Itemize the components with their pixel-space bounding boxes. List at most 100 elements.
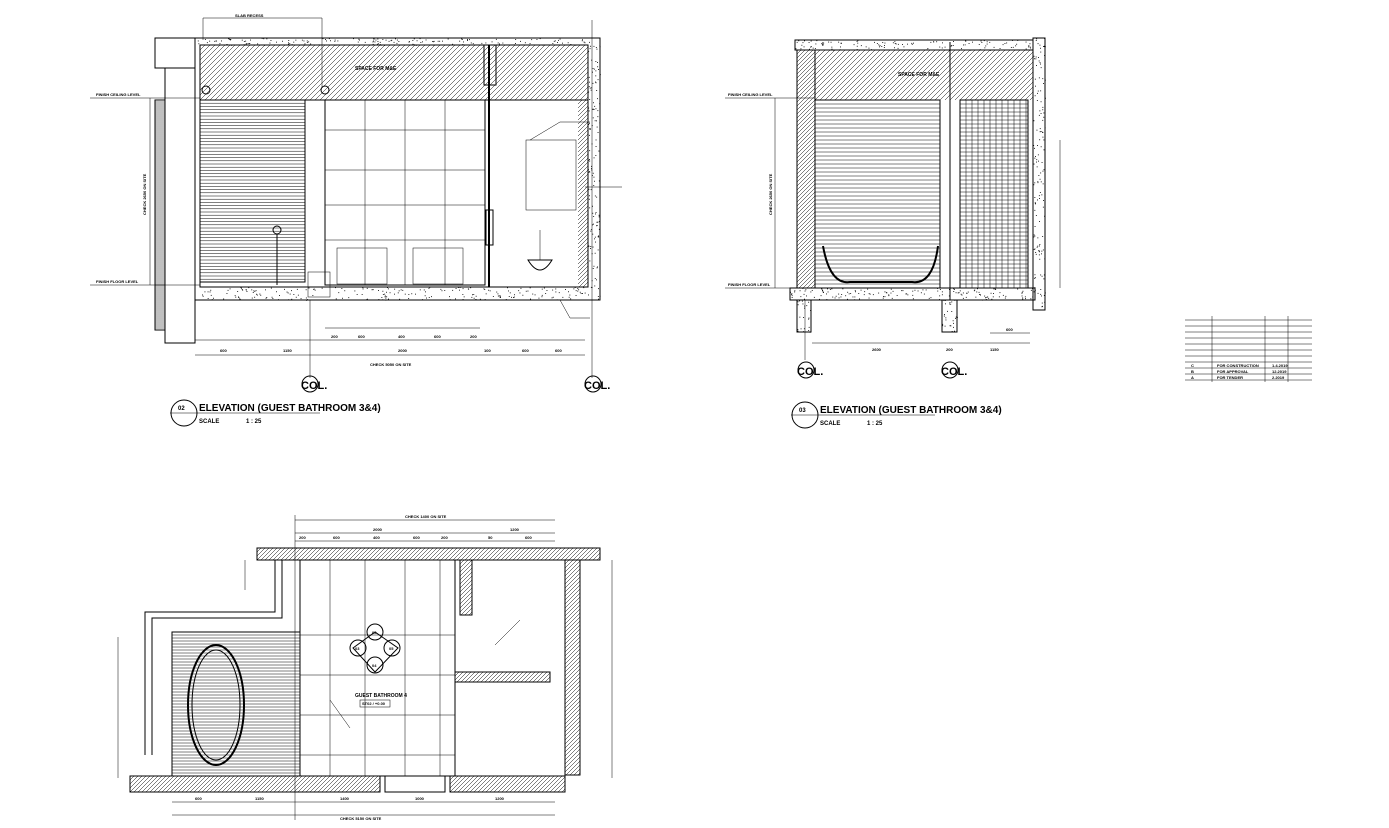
hatch-line (576, 547, 590, 561)
space-for-me-label: SPACE FOR M&E (355, 66, 397, 72)
concrete-speckle (1038, 250, 1040, 252)
hatch-line (796, 179, 816, 199)
hatch-line (269, 44, 326, 101)
concrete-speckle (210, 294, 212, 296)
concrete-speckle (338, 292, 340, 294)
concrete-speckle (1034, 157, 1036, 159)
concrete-speckle (288, 42, 289, 44)
concrete-speckle (599, 46, 601, 48)
concrete-speckle (999, 48, 1001, 49)
concrete-speckle (498, 295, 500, 297)
concrete-speckle (598, 216, 600, 218)
concrete-speckle (1033, 145, 1035, 146)
concrete-speckle (1029, 46, 1031, 48)
hatch-line (869, 49, 921, 101)
hatch-line (577, 137, 589, 149)
hatch-line (129, 775, 143, 789)
hatch-line (219, 44, 276, 101)
concrete-speckle (594, 238, 595, 240)
hatch-line (819, 49, 871, 101)
concrete-speckle (389, 292, 391, 294)
concrete-speckle (863, 294, 865, 296)
hatch-line (796, 231, 816, 251)
hatch-line (209, 775, 227, 793)
concrete-speckle (459, 40, 461, 42)
concrete-speckle (841, 294, 843, 295)
concrete-speckle (1035, 85, 1036, 87)
concrete-speckle (951, 301, 953, 303)
concrete-speckle (879, 46, 880, 48)
concrete-speckle (953, 291, 955, 292)
concrete-speckle (398, 290, 400, 292)
concrete-speckle (1039, 110, 1041, 112)
dim-text: 200 (299, 535, 306, 540)
concrete-speckle (1038, 160, 1039, 162)
concrete-speckle (509, 292, 511, 294)
concrete-speckle (826, 299, 828, 300)
concrete-speckle (591, 143, 593, 145)
concrete-speckle (968, 43, 970, 44)
hatch-line (141, 775, 159, 793)
concrete-speckle (223, 298, 225, 300)
concrete-speckle (1042, 183, 1044, 185)
hatch-line (796, 263, 816, 283)
concrete-speckle (546, 290, 548, 291)
hatch-line (412, 547, 426, 561)
rev-date: 12.2019 (1272, 369, 1287, 374)
hatch-line (173, 775, 191, 793)
concrete-speckle (252, 292, 254, 293)
hatch-line (889, 49, 941, 101)
hatch-line (798, 271, 816, 289)
concrete-speckle (532, 293, 534, 295)
concrete-speckle (590, 248, 591, 249)
hatch-line (564, 724, 581, 741)
hatch-line (476, 547, 490, 561)
hatch-line (592, 552, 601, 561)
hatch-line (514, 44, 571, 101)
concrete-speckle (508, 296, 510, 297)
concrete-speckle (499, 296, 501, 298)
concrete-speckle (992, 296, 994, 298)
concrete-speckle (249, 43, 251, 44)
hatch-line (564, 736, 581, 753)
concrete-speckle (902, 44, 903, 45)
concrete-speckle (1035, 253, 1037, 255)
hatch-line (424, 44, 481, 101)
concrete-speckle (472, 294, 473, 296)
concrete-speckle (588, 124, 590, 125)
concrete-speckle (810, 46, 812, 47)
concrete-speckle (1035, 156, 1036, 157)
concrete-speckle (882, 297, 884, 299)
concrete-speckle (377, 44, 379, 45)
concrete-speckle (475, 299, 477, 300)
concrete-speckle (597, 132, 599, 133)
concrete-speckle (1034, 58, 1035, 60)
concrete-speckle (295, 39, 297, 41)
concrete-speckle (1022, 298, 1024, 300)
hatch-line (564, 600, 581, 617)
hatch-line (802, 275, 816, 289)
concrete-speckle (947, 310, 948, 312)
hatch-line (516, 547, 530, 561)
concrete-speckle (288, 299, 290, 301)
hatch-line (582, 281, 589, 288)
concrete-speckle (978, 44, 980, 45)
concrete-speckle (917, 290, 919, 292)
concrete-speckle (958, 292, 960, 294)
hatch-line (364, 44, 421, 101)
hatch-line (796, 171, 816, 191)
hatch-line (373, 785, 381, 793)
hatch-line (577, 205, 589, 217)
hatch-line (577, 157, 589, 169)
concrete-speckle (404, 293, 406, 295)
concrete-speckle (538, 297, 540, 299)
concrete-speckle (1043, 169, 1045, 171)
hatch-line (488, 547, 502, 561)
concrete-speckle (1042, 136, 1044, 138)
concrete-speckle (815, 43, 817, 45)
hatch-line (472, 547, 486, 561)
concrete-speckle (256, 293, 257, 295)
concrete-speckle (800, 328, 802, 330)
concrete-speckle (823, 292, 824, 293)
